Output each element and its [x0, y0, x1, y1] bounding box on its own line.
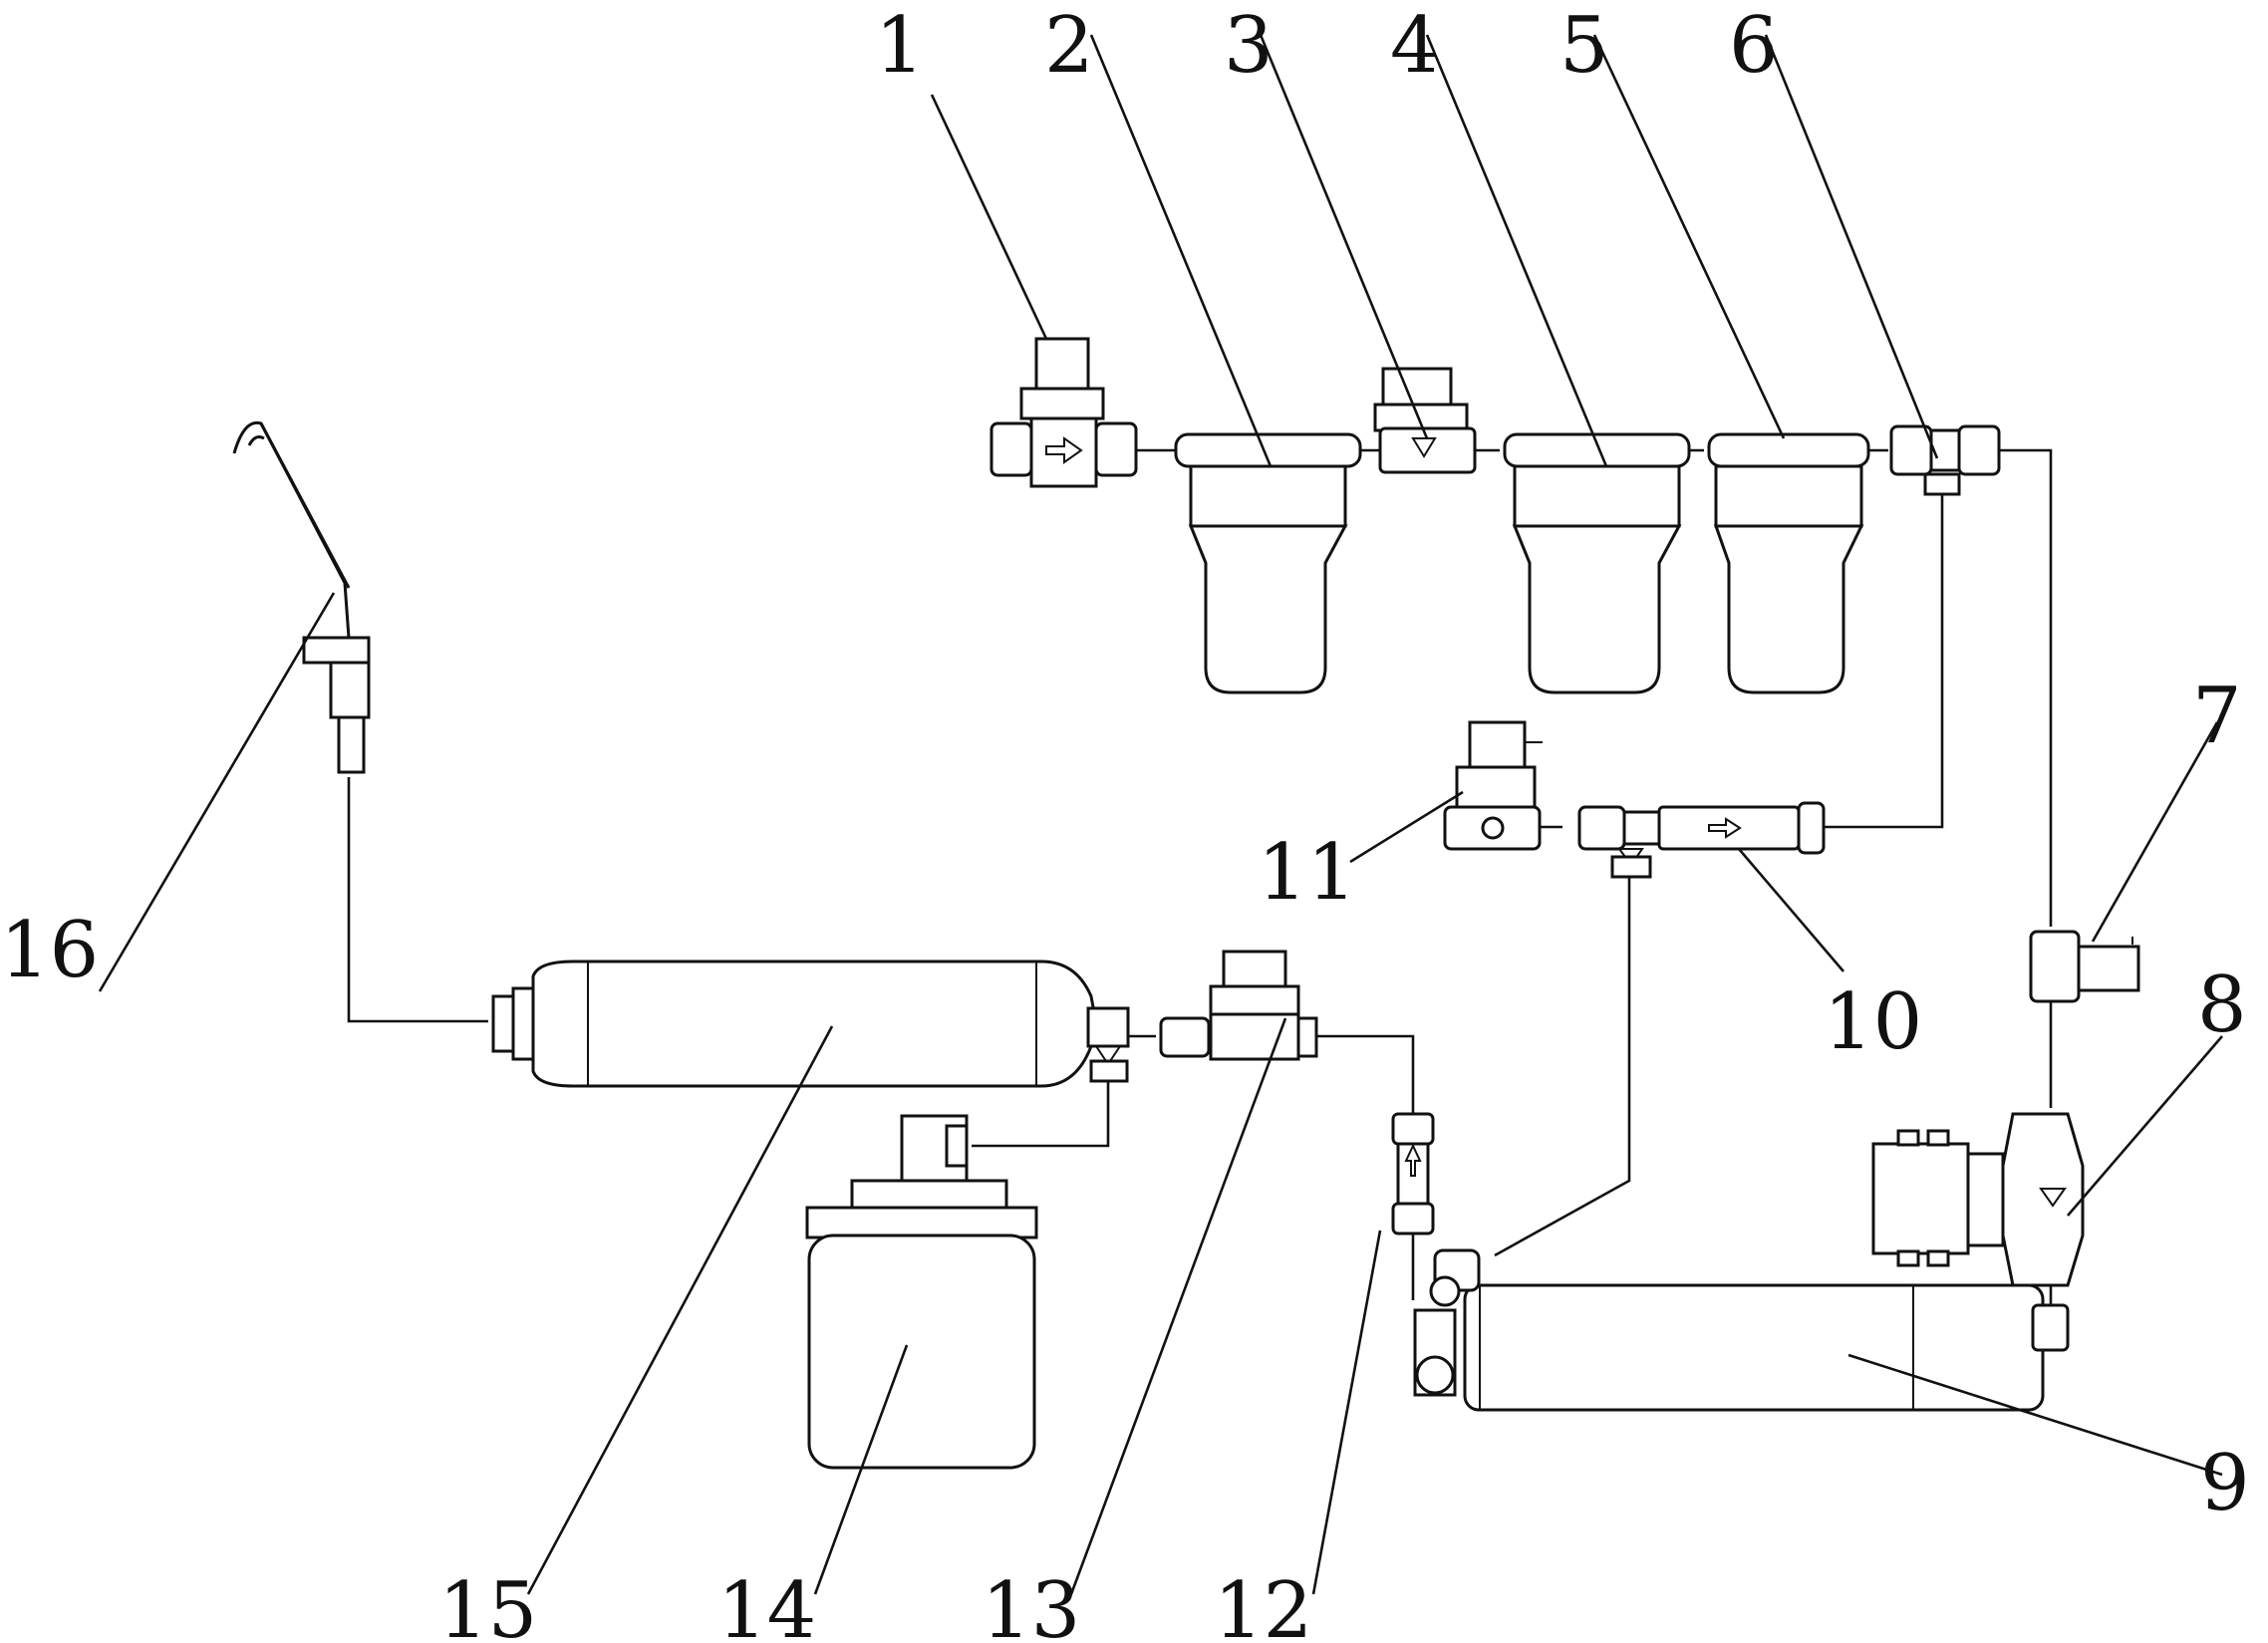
label-2: 2	[1044, 1, 1094, 91]
booster-pump	[1871, 1112, 2085, 1287]
ro-membrane-housing	[1413, 1248, 2070, 1412]
faucet	[232, 420, 371, 774]
leader-lines	[98, 34, 2223, 1595]
flush-solenoid-valve	[1443, 720, 1543, 851]
filter-cartridge-2	[1174, 432, 1362, 694]
label-13: 13	[982, 1566, 1080, 1643]
label-5: 5	[1559, 1, 1609, 91]
label-6: 6	[1729, 1, 1779, 91]
label-1: 1	[875, 1, 925, 91]
label-16: 16	[0, 906, 99, 995]
tee-fitting-6	[1889, 424, 2001, 496]
label-11: 11	[1258, 828, 1356, 918]
pressure-tank	[805, 1114, 1038, 1470]
filter-cartridge-5	[1707, 432, 1870, 694]
label-4: 4	[1390, 1, 1440, 91]
filter-cartridge-4	[1503, 432, 1691, 694]
label-9: 9	[2200, 1439, 2250, 1528]
post-carbon-filter	[491, 959, 1130, 1088]
inlet-solenoid-valve	[990, 337, 1138, 488]
label-14: 14	[717, 1566, 816, 1643]
label-3: 3	[1224, 1, 1274, 91]
label-12: 12	[1214, 1566, 1312, 1643]
label-15: 15	[438, 1566, 537, 1643]
label-10: 10	[1824, 977, 1922, 1067]
label-7: 7	[2192, 672, 2242, 761]
high-pressure-switch	[2029, 930, 2140, 1003]
flow-meter	[1391, 1112, 1435, 1235]
waste-water-ratio-valve	[1577, 801, 1826, 879]
check-valve	[1159, 950, 1318, 1061]
low-pressure-switch	[1373, 367, 1477, 474]
label-8: 8	[2197, 960, 2247, 1050]
